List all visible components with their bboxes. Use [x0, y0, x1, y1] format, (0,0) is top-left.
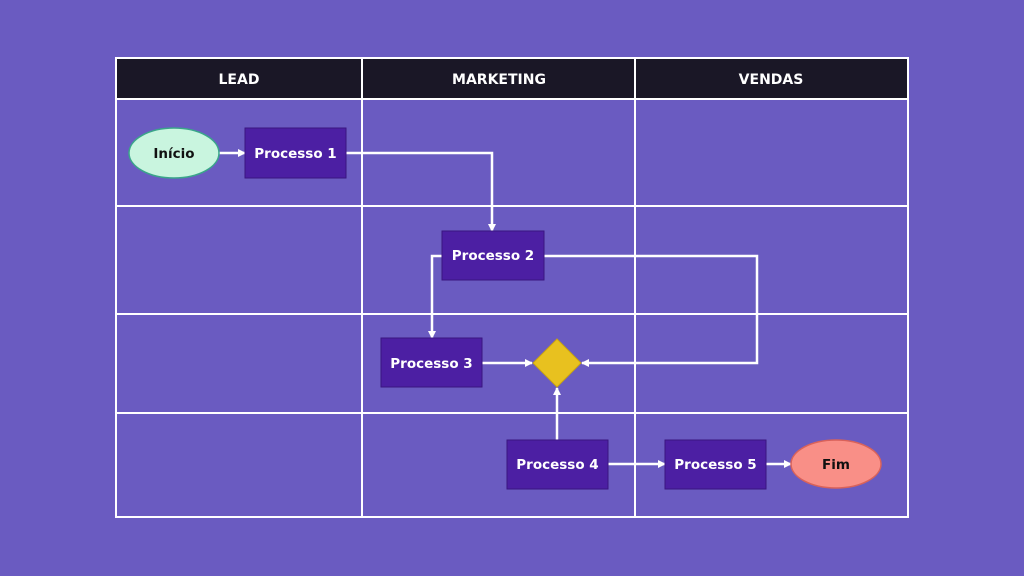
arrow-p2-p3	[428, 254, 442, 339]
node-processo-1[interactable]: Processo 1	[244, 127, 347, 179]
node-processo-2-label: Processo 2	[452, 248, 534, 264]
node-processo-3-label: Processo 3	[390, 356, 472, 372]
node-end-label: Fim	[822, 457, 850, 473]
node-decision[interactable]	[532, 338, 582, 388]
arrow-p2-decision	[544, 254, 759, 367]
node-processo-4-label: Processo 4	[516, 457, 598, 473]
lane-header-bar	[116, 58, 908, 99]
lane-header-marketing: MARKETING	[452, 72, 546, 88]
node-processo-5-label: Processo 5	[674, 457, 756, 473]
node-start-label: Início	[153, 146, 194, 162]
node-processo-2[interactable]: Processo 2	[441, 230, 545, 281]
node-end[interactable]: Fim	[790, 439, 882, 489]
grid-lines	[115, 57, 909, 518]
lane-header-vendas: VENDAS	[739, 72, 804, 88]
node-processo-3[interactable]: Processo 3	[380, 337, 483, 388]
node-processo-1-label: Processo 1	[254, 146, 336, 162]
node-start[interactable]: Início	[128, 127, 220, 179]
node-processo-5[interactable]: Processo 5	[664, 439, 767, 490]
lane-header-lead: LEAD	[219, 72, 260, 88]
arrow-p1-p2	[346, 151, 496, 232]
node-processo-4[interactable]: Processo 4	[506, 439, 609, 490]
